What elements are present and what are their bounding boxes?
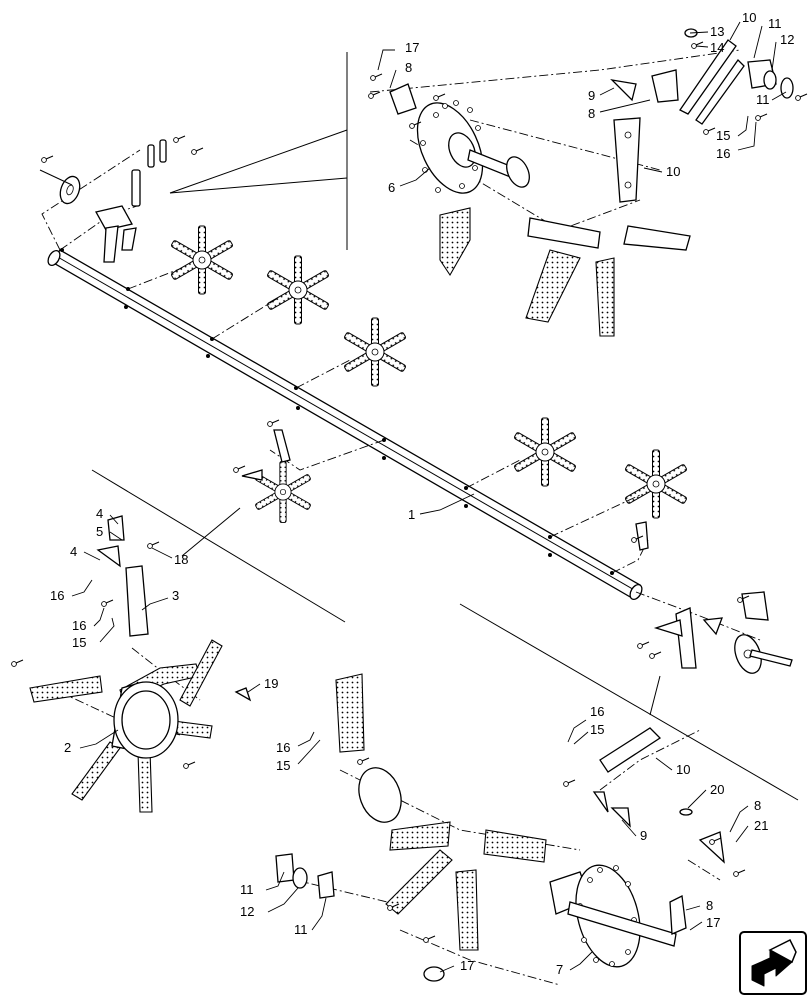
callout-16: 16 bbox=[276, 740, 290, 755]
bottom-center-assembly bbox=[275, 673, 547, 982]
callout-labels: 17 8 6 13 14 10 11 12 11 9 8 15 16 10 1 … bbox=[50, 10, 794, 977]
callout-11: 11 bbox=[756, 92, 770, 107]
left-detail-star-assembly bbox=[11, 515, 252, 813]
callout-15: 15 bbox=[72, 635, 86, 650]
callout-10: 10 bbox=[666, 164, 680, 179]
callout-19: 19 bbox=[264, 676, 278, 691]
callout-leaders bbox=[71, 21, 787, 973]
callout-16: 16 bbox=[590, 704, 604, 719]
callout-12: 12 bbox=[780, 32, 794, 47]
right-end-assembly bbox=[637, 591, 793, 674]
callout-16: 16 bbox=[50, 588, 64, 603]
callout-18: 18 bbox=[174, 552, 188, 567]
callout-16: 16 bbox=[716, 146, 730, 161]
callout-5: 5 bbox=[96, 524, 103, 539]
callout-10: 10 bbox=[742, 10, 756, 25]
callout-2: 2 bbox=[64, 740, 71, 755]
callout-9: 9 bbox=[640, 828, 647, 843]
callout-10: 10 bbox=[676, 762, 690, 777]
callout-8: 8 bbox=[405, 60, 412, 75]
callout-4: 4 bbox=[70, 544, 77, 559]
callout-11: 11 bbox=[768, 16, 782, 31]
callout-7: 7 bbox=[556, 962, 563, 977]
top-left-bracket-assembly bbox=[39, 135, 204, 263]
callout-15: 15 bbox=[590, 722, 604, 737]
callout-15: 15 bbox=[716, 128, 730, 143]
callout-3: 3 bbox=[172, 588, 179, 603]
section-dividers bbox=[91, 52, 799, 801]
callout-17: 17 bbox=[405, 40, 419, 55]
callout-11: 11 bbox=[294, 922, 308, 937]
callout-17: 17 bbox=[460, 958, 474, 973]
callout-4: 4 bbox=[96, 506, 103, 521]
callout-8: 8 bbox=[754, 798, 761, 813]
callout-8: 8 bbox=[588, 106, 595, 121]
callout-11: 11 bbox=[240, 882, 254, 897]
navigate-next-icon[interactable] bbox=[739, 931, 807, 995]
callout-14: 14 bbox=[710, 40, 724, 55]
shaft-side-brackets bbox=[233, 419, 649, 551]
top-right-end-assembly bbox=[368, 28, 808, 337]
callout-6: 6 bbox=[388, 180, 395, 195]
callout-1: 1 bbox=[408, 507, 415, 522]
callout-12: 12 bbox=[240, 904, 254, 919]
callout-8: 8 bbox=[706, 898, 713, 913]
callout-21: 21 bbox=[754, 818, 768, 833]
callout-17: 17 bbox=[706, 915, 720, 930]
callout-9: 9 bbox=[588, 88, 595, 103]
callout-15: 15 bbox=[276, 758, 290, 773]
callout-16: 16 bbox=[72, 618, 86, 633]
bottom-right-end-assembly bbox=[549, 727, 746, 968]
callout-13: 13 bbox=[710, 24, 724, 39]
callout-20: 20 bbox=[710, 782, 724, 797]
